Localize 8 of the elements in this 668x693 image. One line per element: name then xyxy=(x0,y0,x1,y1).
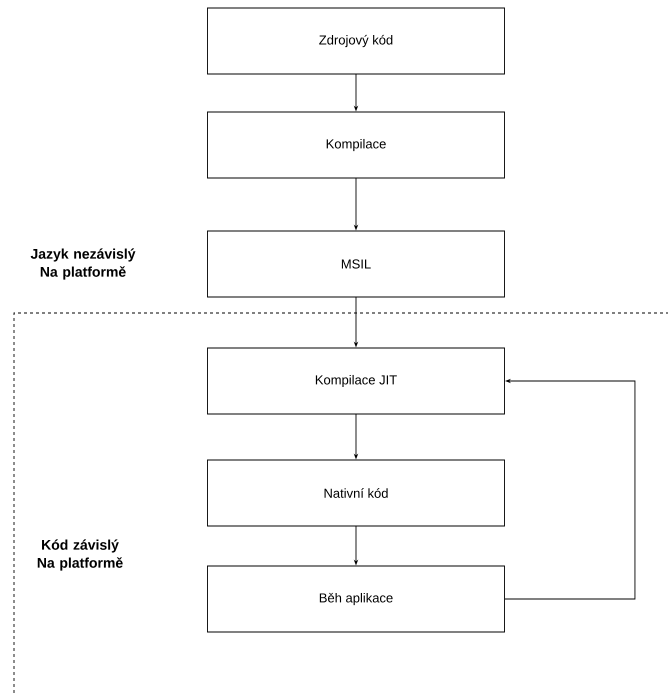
process-box: Běh aplikace xyxy=(207,566,505,632)
process-box: Nativní kód xyxy=(207,460,505,526)
region-label: Kód závislý Na platformě xyxy=(38,539,123,571)
process-box: MSIL xyxy=(207,230,505,298)
process-box: Kompilace xyxy=(207,112,505,178)
region-label: Jazyk nezávislý Na platformě xyxy=(30,248,136,280)
process-box: Kompilace JIT xyxy=(207,348,505,414)
process-box: Zdrojový kód xyxy=(207,8,505,74)
